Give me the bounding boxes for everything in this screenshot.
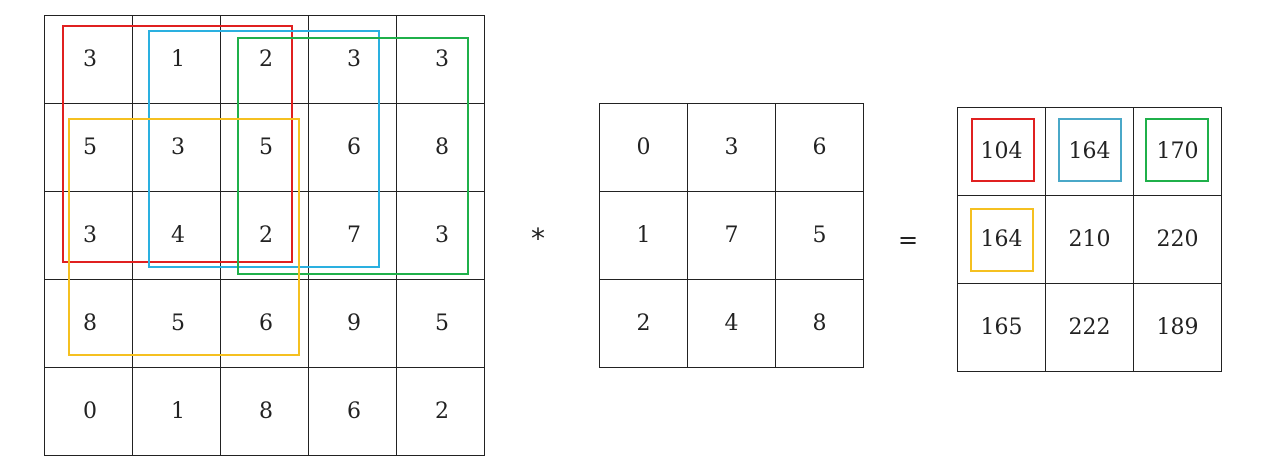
input-cell: 3: [133, 104, 221, 192]
output-cell: 164: [958, 196, 1046, 284]
output-cell: 165: [958, 284, 1046, 372]
output-cell: 189: [1134, 284, 1222, 372]
input-cell: 5: [45, 104, 133, 192]
equals-operator: =: [898, 226, 919, 254]
output-cell: 104: [958, 108, 1046, 196]
kernel-cell: 1: [600, 192, 688, 280]
input-cell: 3: [309, 16, 397, 104]
input-cell: 8: [221, 368, 309, 456]
input-cell: 5: [221, 104, 309, 192]
input-cell: 1: [133, 16, 221, 104]
input-cell: 5: [397, 280, 485, 368]
input-cell: 4: [133, 192, 221, 280]
input-cell: 6: [221, 280, 309, 368]
convolution-operator: *: [531, 222, 545, 255]
input-cell: 1: [133, 368, 221, 456]
kernel-cell: 5: [776, 192, 864, 280]
input-cell: 7: [309, 192, 397, 280]
input-cell: 0: [45, 368, 133, 456]
input-cell: 9: [309, 280, 397, 368]
kernel-cell: 3: [688, 104, 776, 192]
kernel-cell: 6: [776, 104, 864, 192]
input-cell: 3: [397, 192, 485, 280]
kernel-cell: 7: [688, 192, 776, 280]
kernel-cell: 2: [600, 280, 688, 368]
kernel-cell: 4: [688, 280, 776, 368]
kernel-cell: 8: [776, 280, 864, 368]
input-cell: 2: [221, 16, 309, 104]
input-cell: 5: [133, 280, 221, 368]
input-cell: 2: [221, 192, 309, 280]
input-cell: 6: [309, 368, 397, 456]
input-cell: 6: [309, 104, 397, 192]
input-cell: 8: [397, 104, 485, 192]
kernel-cell: 0: [600, 104, 688, 192]
input-cell: 3: [45, 192, 133, 280]
output-cell: 164: [1046, 108, 1134, 196]
output-cell: 170: [1134, 108, 1222, 196]
output-cell: 220: [1134, 196, 1222, 284]
input-cell: 2: [397, 368, 485, 456]
output-cell: 222: [1046, 284, 1134, 372]
input-cell: 3: [397, 16, 485, 104]
input-cell: 8: [45, 280, 133, 368]
output-cell: 210: [1046, 196, 1134, 284]
input-cell: 3: [45, 16, 133, 104]
